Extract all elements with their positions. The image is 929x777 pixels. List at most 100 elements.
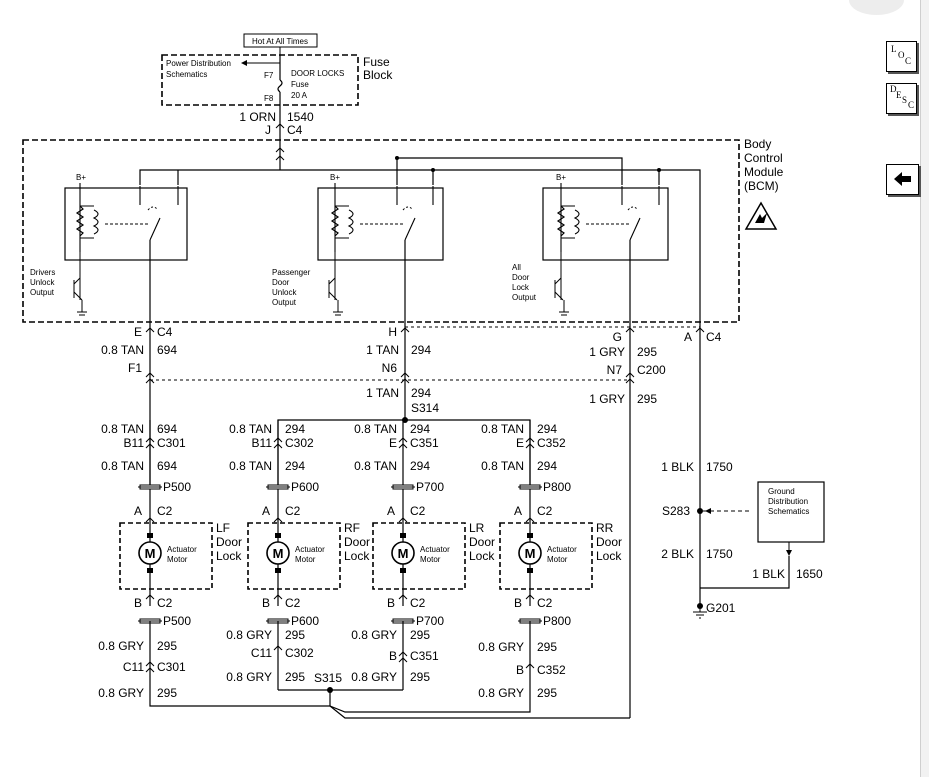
wire-circuit-e: 694 bbox=[157, 343, 177, 357]
connector-pin: C11 bbox=[251, 646, 272, 660]
actuator-label-2: Motor bbox=[167, 555, 188, 564]
loc-letter-o: O bbox=[898, 50, 905, 60]
wire-circuit: 295 bbox=[285, 670, 305, 684]
connector-pin: B bbox=[389, 649, 397, 663]
b-plus-1: B+ bbox=[76, 173, 86, 182]
wire-gauge: 0.8 TAN bbox=[354, 459, 397, 473]
wire-circuit: 294 bbox=[410, 422, 430, 436]
actuator-box bbox=[119, 522, 213, 590]
inline-connector-name: P500 bbox=[163, 480, 191, 494]
door-name: RF bbox=[344, 521, 360, 535]
s314-feed-circuit: 294 bbox=[411, 386, 431, 400]
motor-letter: M bbox=[273, 546, 284, 561]
desc-letter-c: C bbox=[908, 100, 915, 110]
inline-connector-icon bbox=[518, 484, 542, 490]
connector-name: C2 bbox=[537, 596, 553, 610]
actuator-box bbox=[372, 522, 466, 590]
s314-feed-gauge: 1 TAN bbox=[366, 386, 399, 400]
ground-symbol bbox=[333, 300, 343, 316]
description-button[interactable]: D E S C bbox=[886, 83, 917, 114]
actuator-label: Actuator bbox=[547, 545, 577, 554]
ground-ref-label: Ground bbox=[768, 487, 795, 496]
motor-icon bbox=[391, 533, 415, 573]
connector-pin: A bbox=[514, 504, 522, 518]
connector-name: C2 bbox=[285, 596, 301, 610]
door-name-3: Lock bbox=[344, 549, 370, 563]
fuse-word: Fuse bbox=[291, 80, 309, 89]
wire-label-orn: 1 ORN bbox=[239, 110, 276, 124]
wire-gauge: 0.8 GRY bbox=[478, 686, 524, 700]
ground-symbol bbox=[559, 300, 569, 316]
back-button[interactable] bbox=[886, 164, 919, 195]
conn-c4-top: C4 bbox=[287, 123, 303, 137]
power-distribution-ref: Power Distribution bbox=[166, 59, 231, 68]
wire-gauge-g: 1 GRY bbox=[589, 345, 625, 359]
b-plus-2: B+ bbox=[330, 173, 340, 182]
wire-circuit-h: 294 bbox=[411, 343, 431, 357]
wire-circuit: 294 bbox=[285, 422, 305, 436]
door-name-3: Lock bbox=[596, 549, 622, 563]
arrow-left-icon bbox=[705, 508, 711, 514]
splice-s315-dot bbox=[327, 687, 333, 693]
connector-pin: C11 bbox=[123, 660, 144, 674]
wire-circuit: 294 bbox=[537, 459, 557, 473]
connector-pin: A bbox=[262, 504, 270, 518]
desc-letter-d: D bbox=[890, 84, 897, 94]
door-name-2: Door bbox=[344, 535, 370, 549]
pin-n7: N7 bbox=[607, 363, 623, 377]
connector-name: C2 bbox=[157, 504, 173, 518]
motor-icon bbox=[518, 533, 542, 573]
splice-s283: S283 bbox=[662, 504, 690, 518]
fuse-name: DOOR LOCKS bbox=[291, 69, 344, 78]
wire-circuit-1540: 1540 bbox=[287, 110, 314, 124]
bcm-title: Body bbox=[744, 137, 771, 151]
wire-gauge: 0.8 TAN bbox=[101, 422, 144, 436]
location-button[interactable]: L O C bbox=[886, 41, 917, 72]
relay-1: B+ Drivers Unlock Output bbox=[30, 173, 188, 322]
bcm-title-4: (BCM) bbox=[744, 179, 779, 193]
driver-output-label-2: Unlock bbox=[30, 278, 55, 287]
ground-circuit: 1 BLK 1750 S283 Ground Distribution Sche… bbox=[661, 460, 825, 619]
wire-circuit: 295 bbox=[537, 640, 557, 654]
wire-circuit: 295 bbox=[157, 686, 177, 700]
bcm-title-3: Module bbox=[744, 165, 784, 179]
wire-circuit: 295 bbox=[410, 670, 430, 684]
motor-icon bbox=[266, 533, 290, 573]
door-name-2: Door bbox=[216, 535, 242, 549]
all-door-output-label-4: Output bbox=[512, 293, 537, 302]
door-name: LR bbox=[469, 521, 485, 535]
ground-icon bbox=[693, 606, 707, 619]
inline-connector-name: P500 bbox=[163, 614, 191, 628]
connector-name: C352 bbox=[537, 663, 566, 677]
bcm-title-2: Control bbox=[744, 151, 783, 165]
ground-w2-gauge: 2 BLK bbox=[661, 547, 694, 561]
wire-circuit: 295 bbox=[537, 686, 557, 700]
inline-connector-name: P600 bbox=[291, 614, 319, 628]
conn-pin-j: J bbox=[265, 123, 271, 137]
wire-gauge: 0.8 TAN bbox=[481, 422, 524, 436]
ground-w3-gauge: 1 BLK bbox=[752, 567, 785, 581]
corner-decoration bbox=[849, 0, 904, 15]
fuse-pin-bottom: F8 bbox=[264, 94, 274, 103]
door-name-3: Lock bbox=[469, 549, 495, 563]
motor-icon bbox=[138, 533, 162, 573]
wire-gauge: 0.8 GRY bbox=[226, 628, 272, 642]
loc-letter-l: L bbox=[891, 44, 897, 54]
wire-gauge: 0.8 GRY bbox=[98, 686, 144, 700]
fuse-block: Hot At All Times Power Distribution Sche… bbox=[161, 33, 393, 142]
all-door-output-label-2: Door bbox=[512, 273, 530, 282]
pin-n6: N6 bbox=[382, 361, 398, 375]
actuator-box bbox=[499, 522, 593, 590]
inline-connector-name: P600 bbox=[291, 480, 319, 494]
ground-w1-gauge: 1 BLK bbox=[661, 460, 694, 474]
ground-symbol bbox=[77, 300, 87, 316]
connector-name: C352 bbox=[537, 436, 566, 450]
ground-w2-circuit: 1750 bbox=[706, 547, 733, 561]
conn-c200: C200 bbox=[637, 363, 666, 377]
passenger-output-label: Passenger bbox=[272, 268, 311, 277]
actuator-label: Actuator bbox=[295, 545, 325, 554]
connector-name: C2 bbox=[410, 596, 426, 610]
wire-circuit: 294 bbox=[410, 459, 430, 473]
inline-connector-name: P700 bbox=[416, 480, 444, 494]
splice-s314: S314 bbox=[411, 401, 439, 415]
